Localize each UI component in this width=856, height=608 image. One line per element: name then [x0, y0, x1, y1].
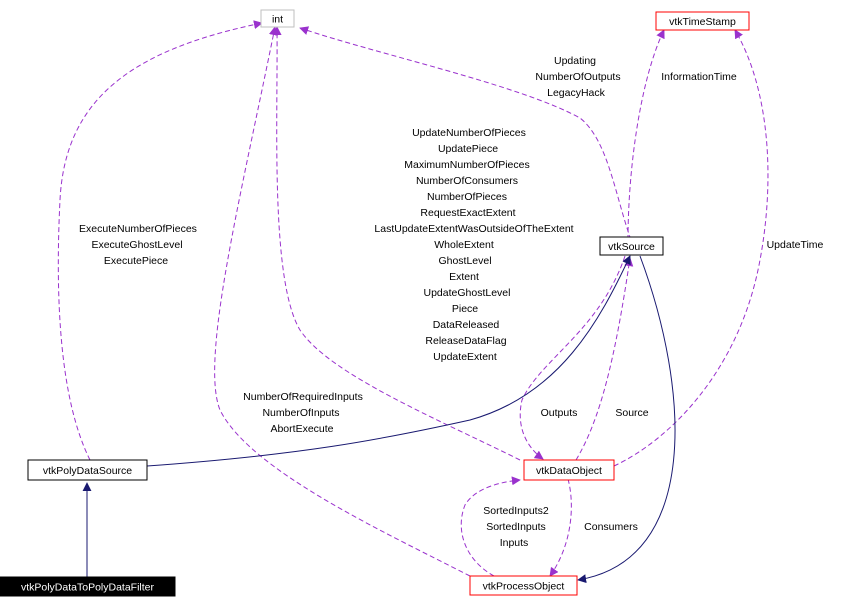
label-dataobject-int-5: RequestExactExtent [420, 207, 515, 219]
label-dataobject-int-11: Piece [452, 303, 478, 315]
label-polydatasource-int-1: ExecuteGhostLevel [91, 239, 182, 251]
edge-polydatasource-int [57, 20, 263, 461]
label-dataobject-int-12: DataReleased [433, 319, 500, 331]
label-polydatasource-int-2: ExecutePiece [104, 255, 168, 267]
node-vtkprocessobject-label: vtkProcessObject [483, 581, 565, 593]
edge-consumers [549, 478, 572, 577]
label-source-int-0: Updating [554, 55, 596, 67]
label-processobject-dataobject-2: Inputs [500, 537, 529, 549]
label-dataobject-int-3: NumberOfConsumers [416, 175, 518, 187]
edge-source [575, 257, 634, 461]
label-dataobject-int-6: LastUpdateExtentWasOutsideOfTheExtent [374, 223, 573, 235]
node-vtkpolydatatopolydatafilter[interactable]: vtkPolyDataToPolyDataFilter [0, 576, 176, 597]
edge-dataobject-timestamp [613, 29, 769, 467]
label-dataobject-timestamp-0: UpdateTime [767, 239, 824, 251]
label-processobject-int-2: AbortExecute [270, 423, 333, 435]
node-vtkpolydatatopolydatafilter-label: vtkPolyDataToPolyDataFilter [21, 582, 155, 594]
node-vtkpolydatasource-label: vtkPolyDataSource [43, 465, 132, 477]
edge-dataobject-int [272, 26, 521, 461]
node-int[interactable]: int [260, 9, 295, 28]
label-polydatasource-int-0: ExecuteNumberOfPieces [79, 223, 197, 235]
node-int-label: int [272, 14, 283, 26]
label-consumers: Consumers [584, 521, 638, 533]
edge-outputs [519, 255, 626, 460]
label-dataobject-int-1: UpdatePiece [438, 143, 498, 155]
label-source-int-2: LegacyHack [547, 87, 606, 99]
label-dataobject-int-8: GhostLevel [438, 255, 491, 267]
edge-inherit-polydatasource-source [146, 255, 631, 467]
label-dataobject-int-0: UpdateNumberOfPieces [412, 127, 526, 139]
node-vtktimestamp[interactable]: vtkTimeStamp [655, 11, 750, 31]
node-vtkprocessobject[interactable]: vtkProcessObject [469, 575, 578, 596]
edge-source-int [299, 26, 632, 241]
node-vtkdataobject-label: vtkDataObject [536, 465, 602, 477]
label-processobject-int-1: NumberOfInputs [262, 407, 339, 419]
label-dataobject-int-4: NumberOfPieces [427, 191, 507, 203]
label-processobject-dataobject-1: SortedInputs [486, 521, 546, 533]
label-processobject-dataobject-0: SortedInputs2 [483, 505, 549, 517]
node-vtkdataobject[interactable]: vtkDataObject [523, 459, 615, 481]
edge-inherit-processobject-source [577, 255, 676, 584]
label-dataobject-int-7: WholeExtent [434, 239, 494, 251]
node-vtkpolydatasource[interactable]: vtkPolyDataSource [27, 459, 148, 481]
label-dataobject-int-2: MaximumNumberOfPieces [404, 159, 529, 171]
label-source-timestamp-0: InformationTime [661, 71, 737, 83]
label-source: Source [615, 407, 648, 419]
edge-processobject-dataobject [460, 476, 521, 577]
label-dataobject-int-14: UpdateExtent [433, 351, 497, 363]
edge-processobject-int [214, 26, 471, 577]
label-dataobject-int-9: Extent [449, 271, 479, 283]
label-dataobject-int-10: UpdateGhostLevel [424, 287, 511, 299]
label-dataobject-int-13: ReleaseDataFlag [425, 335, 506, 347]
label-source-int-1: NumberOfOutputs [535, 71, 620, 83]
label-processobject-int-0: NumberOfRequiredInputs [243, 391, 363, 403]
label-outputs: Outputs [541, 407, 578, 419]
node-vtksource[interactable]: vtkSource [599, 236, 664, 256]
node-vtksource-label: vtkSource [608, 241, 655, 253]
node-vtktimestamp-label: vtkTimeStamp [669, 16, 736, 28]
edge-source-timestamp [627, 29, 665, 241]
